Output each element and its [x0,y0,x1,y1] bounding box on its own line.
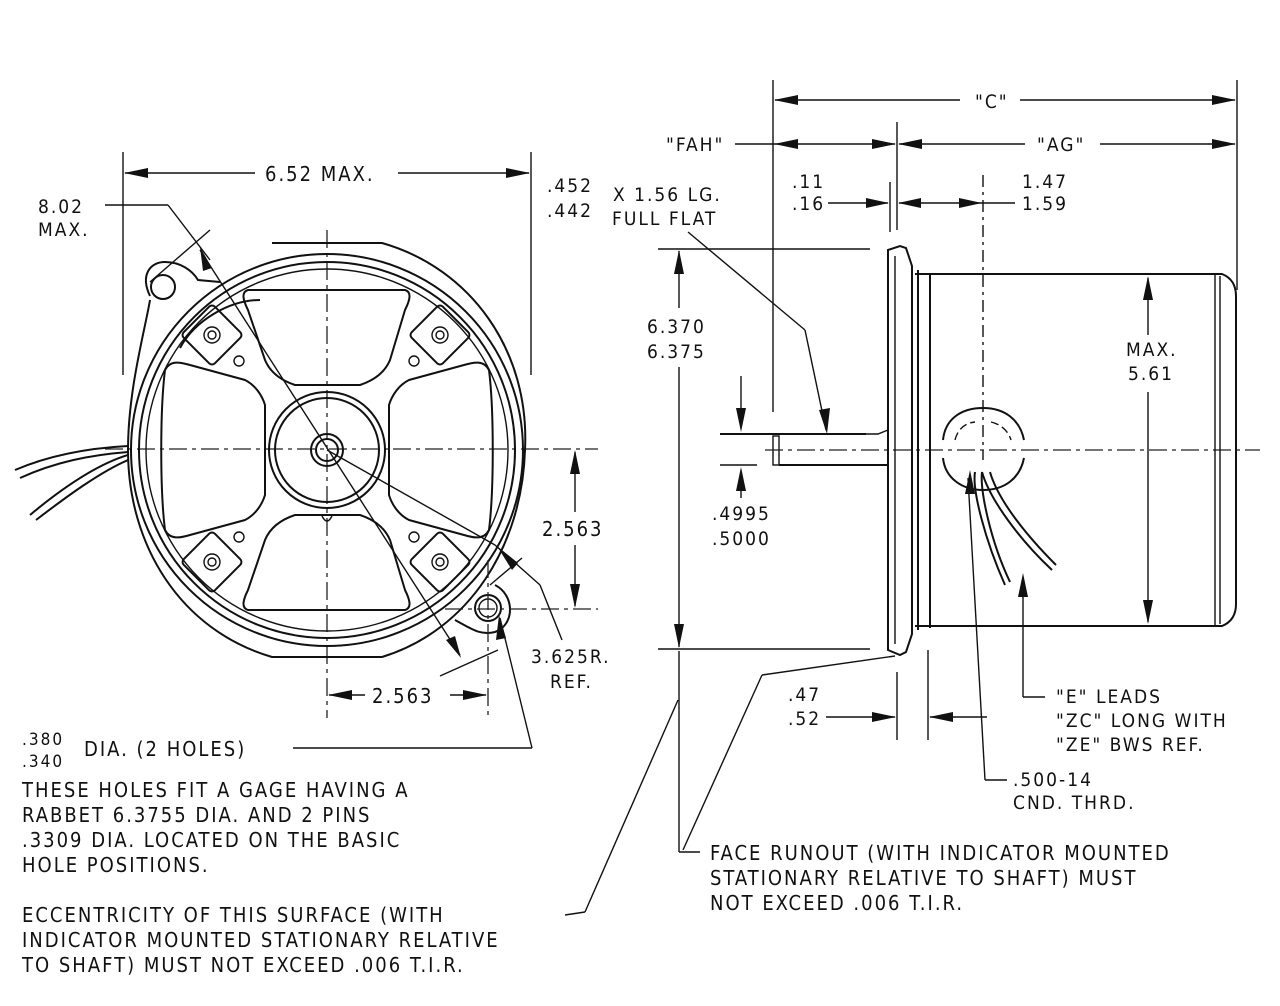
window-right [388,361,494,539]
mounting-hole-top-left [150,274,176,300]
face-runout-note-line: FACE RUNOUT (WITH INDICATOR MOUNTED [710,841,1171,865]
flat-dim-upper: .452 [547,175,593,197]
dim-overall-width-label: 6.52 MAX. [265,162,375,186]
shaft: .4995 .5000 [712,376,1260,550]
hub-nub [321,515,333,522]
radius-label-line1: 3.625R. [531,646,611,668]
dim-shoulder: .11 .16 1.47 1.59 [792,171,1068,215]
dim-fah-ag: "FAH" "AG" [666,134,1236,156]
dim-shoulder-lower: .16 [792,193,825,215]
lead-wire-2 [29,454,129,516]
boss-bottom-right [408,531,471,593]
dim-flange-upper: .47 [788,684,821,706]
face-runout-note-line: STATIONARY RELATIVE TO SHAFT) MUST [710,866,1137,890]
eccentricity-note-line: INDICATOR MOUNTED STATIONARY RELATIVE [22,928,500,952]
side-view: "C" "FAH" "AG" .11 .16 1.47 1.59 .4 [547,80,1260,853]
dim-hole-horizontal: 2.563 [328,684,487,708]
conduit-note-line2: CND. THRD. [1013,792,1136,814]
hole-dia-upper: .380 [22,730,64,750]
window-left [160,361,266,539]
leads-note-line: "ZC" LONG WITH [1056,710,1228,732]
hole-dia-label: DIA. (2 HOLES) [84,737,246,761]
leads-note: "E" LEADS "ZC" LONG WITH "ZE" BWS REF. [1056,686,1228,756]
dim-diagonal-line2: MAX. [38,219,90,241]
dim-hole-horizontal-label: 2.563 [372,684,434,708]
window-bottom [242,514,411,611]
window-top [242,289,411,386]
housing-ring-1 [130,253,524,647]
conduit-boss [942,406,1057,586]
flat-dim-lower: .442 [547,200,593,222]
front-view: 6.52 MAX. 8.02 MAX. [14,152,679,916]
hole-note: .380 .340 DIA. (2 HOLES) THESE HOLES FIT… [21,730,410,877]
nut-icon [431,326,449,344]
dim-c: "C" [774,91,1236,113]
nut-icon [431,553,449,571]
flat-text-line1: X 1.56 LG. [613,184,722,206]
housing-outline [126,242,527,658]
mounting-ear-top-left [145,260,221,300]
dim-conduit-pos-upper: 1.47 [1022,171,1068,193]
leads-note-line: "ZE" BWS REF. [1056,734,1205,756]
dim-overall-width: 6.52 MAX. [124,162,530,186]
dim-shaft-lower: .5000 [712,528,771,550]
flange [887,244,913,657]
leads-note-line: "E" LEADS [1056,686,1162,708]
dim-ag-label: "AG" [1037,134,1085,156]
flat-text-line2: FULL FLAT [612,208,717,230]
eccentricity-leader [584,699,679,913]
shaft-core [315,438,339,462]
conduit-note-line1: .500-14 [1013,769,1093,791]
dim-c-label: "C" [975,91,1009,113]
dim-body-dia: MAX. 5.61 [1126,276,1178,624]
dim-conduit-pos-lower: 1.59 [1022,193,1068,215]
eccentricity-note: ECCENTRICITY OF THIS SURFACE (WITH INDIC… [21,903,500,977]
motor-body [915,273,1237,627]
dim-hole-vertical: 2.563 [542,450,604,608]
dim-shaft-upper: .4995 [712,503,771,525]
nut-icon [203,553,221,571]
housing-ring-2 [138,261,516,639]
gage-note-line: RABBET 6.3755 DIA. AND 2 PINS [22,803,371,827]
hub-inner [274,397,380,503]
gage-note-line: .3309 DIA. LOCATED ON THE BASIC [22,828,401,852]
dim-flange-lower: .52 [788,708,821,730]
dim-diagonal: 8.02 MAX. [38,196,499,677]
lead-wire-1 [14,445,129,471]
shaft-end [310,433,344,467]
housing-ring-3 [145,268,509,632]
gage-note-line: THESE HOLES FIT A GAGE HAVING A [21,778,410,802]
boss-top-right [408,304,471,367]
hub-outer [268,391,386,509]
dim-fah-label: "FAH" [666,134,724,156]
dim-diagonal-line1: 8.02 [38,196,84,218]
dim-rabbet-lower: 6.375 [647,341,706,363]
dim-hole-vertical-label: 2.563 [542,517,604,541]
face-runout-note-line: NOT EXCEED .006 T.I.R. [710,891,964,915]
dim-flange-thickness: .47 .52 [788,650,987,740]
dim-shoulder-upper: .11 [792,171,825,193]
radius-label-line2: REF. [550,671,593,693]
radius-line [326,449,496,546]
conduit-leader [967,477,986,781]
eccentricity-note-line: ECCENTRICITY OF THIS SURFACE (WITH [22,903,445,927]
gage-note-line: HOLE POSITIONS. [22,853,210,877]
conduit-note: .500-14 CND. THRD. [1013,769,1136,814]
dim-rabbet-upper: 6.370 [647,316,706,338]
face-runout-note: FACE RUNOUT (WITH INDICATOR MOUNTED STAT… [710,841,1171,915]
dim-body-dia-line2: 5.61 [1128,363,1174,385]
dim-body-dia-line1: MAX. [1126,339,1178,361]
hole-dia-lower: .340 [22,752,64,772]
eccentricity-note-line: TO SHAFT) MUST NOT EXCEED .006 T.I.R. [21,953,465,977]
boss-top-left [181,304,245,367]
dim-rabbet: 6.370 6.375 [647,248,870,853]
boss-bottom-left [181,531,245,593]
nut-icon [203,326,221,344]
face-runout-leader [761,655,896,676]
